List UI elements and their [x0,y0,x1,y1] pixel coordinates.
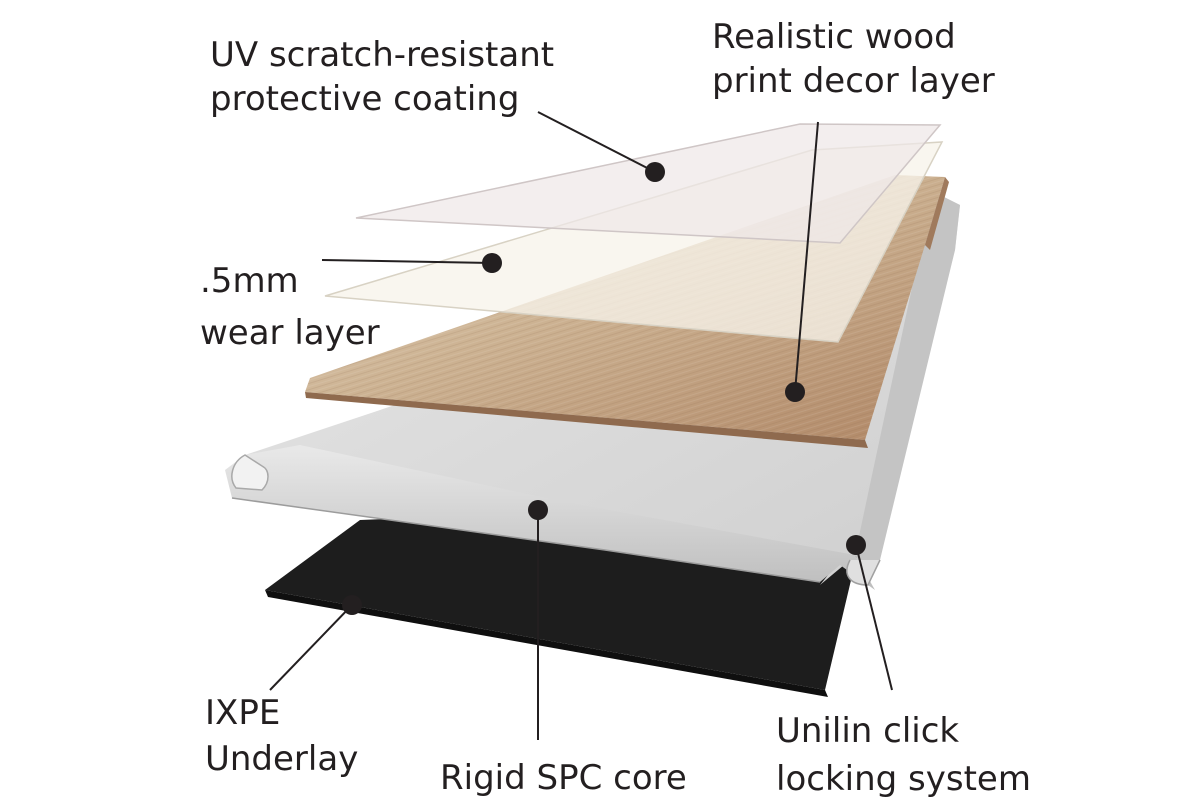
label-decor-layer-line1: Realistic wood [712,17,956,57]
wear-pointer-dot [482,253,502,273]
label-wear-layer: .5mm wear layer [200,255,380,359]
leader-underlay [269,595,362,691]
label-underlay: IXPE Underlay [205,690,358,782]
underlay-pointer-dot [342,595,362,615]
label-wear-layer-line1: .5mm [200,261,299,301]
leader-wear [321,253,502,273]
label-core: Rigid SPC core [440,756,687,800]
core-pointer-dot [528,500,548,520]
locking-pointer-dot [846,535,866,555]
label-underlay-line2: Underlay [205,739,359,779]
label-locking-line1: Unilin click [776,711,960,751]
leader-decor [785,121,819,402]
label-uv-coating-line1: UV scratch-resistant [210,35,555,75]
leader-core [528,500,548,740]
label-uv-coating-line2: protective coating [210,79,520,119]
uv-pointer-dot [645,162,665,182]
label-locking-line2: locking system [776,759,1031,799]
label-wear-layer-line2: wear layer [200,313,380,353]
label-decor-layer-line2: print decor layer [712,61,995,101]
label-uv-coating: UV scratch-resistant protective coating [210,33,554,121]
label-decor-layer: Realistic wood print decor layer [712,15,995,103]
decor-pointer-dot [785,382,805,402]
label-underlay-line1: IXPE [205,693,281,733]
label-core-line1: Rigid SPC core [440,758,687,798]
leader-uv [537,111,665,182]
uv-coating-film [355,123,942,244]
label-locking: Unilin click locking system [776,707,1031,803]
leader-locking [846,535,893,691]
